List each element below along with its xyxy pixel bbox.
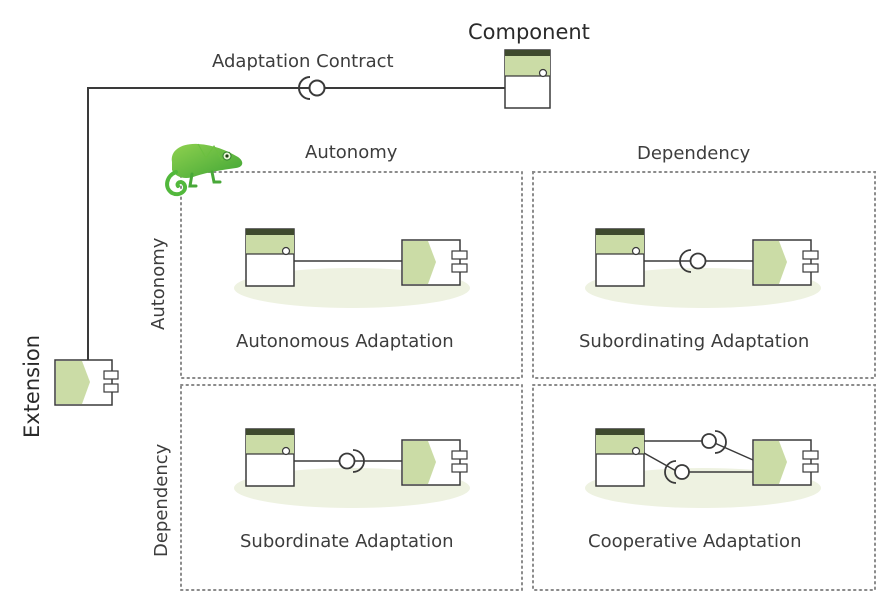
quadrant-frame-subordinate: [180, 384, 523, 591]
extension-label: Extension: [20, 334, 44, 438]
column-header-autonomy: Autonomy: [305, 142, 398, 163]
component-title: Component: [468, 20, 590, 44]
extension-box: [752, 439, 819, 486]
adaptation-contract-label: Adaptation Contract: [212, 51, 394, 72]
component-box: [245, 428, 295, 487]
quadrant-frame-cooperative: [532, 384, 876, 591]
quadrant-frame-subordinating: [532, 171, 876, 379]
quadrant-caption-cooperative: Cooperative Adaptation: [588, 531, 802, 552]
quadrant-caption-subordinating: Subordinating Adaptation: [579, 331, 810, 352]
subordinating-diagram: [595, 228, 819, 287]
extension-box: [401, 439, 468, 486]
quadrant-caption-subordinate: Subordinate Adaptation: [240, 531, 454, 552]
chameleon-icon: [165, 143, 243, 197]
row-header-dependency: Dependency: [151, 443, 172, 557]
subordinate-diagram: [245, 428, 468, 487]
component-box: [504, 49, 551, 109]
contract-interface-icon: [298, 76, 326, 100]
contract-connector-line: [87, 87, 505, 360]
quadrant-caption-autonomous: Autonomous Adaptation: [236, 331, 454, 352]
component-box: [595, 428, 645, 487]
cooperative-diagram: [595, 428, 819, 487]
quadrant-frame-autonomous: [180, 171, 523, 379]
extension-box: [401, 239, 468, 286]
extension-box: [54, 359, 119, 406]
autonomous-diagram: [245, 228, 468, 287]
column-header-dependency: Dependency: [637, 143, 751, 164]
extension-box: [752, 239, 819, 286]
row-header-autonomy: Autonomy: [148, 237, 169, 330]
component-box: [245, 228, 295, 287]
component-box: [595, 228, 645, 287]
